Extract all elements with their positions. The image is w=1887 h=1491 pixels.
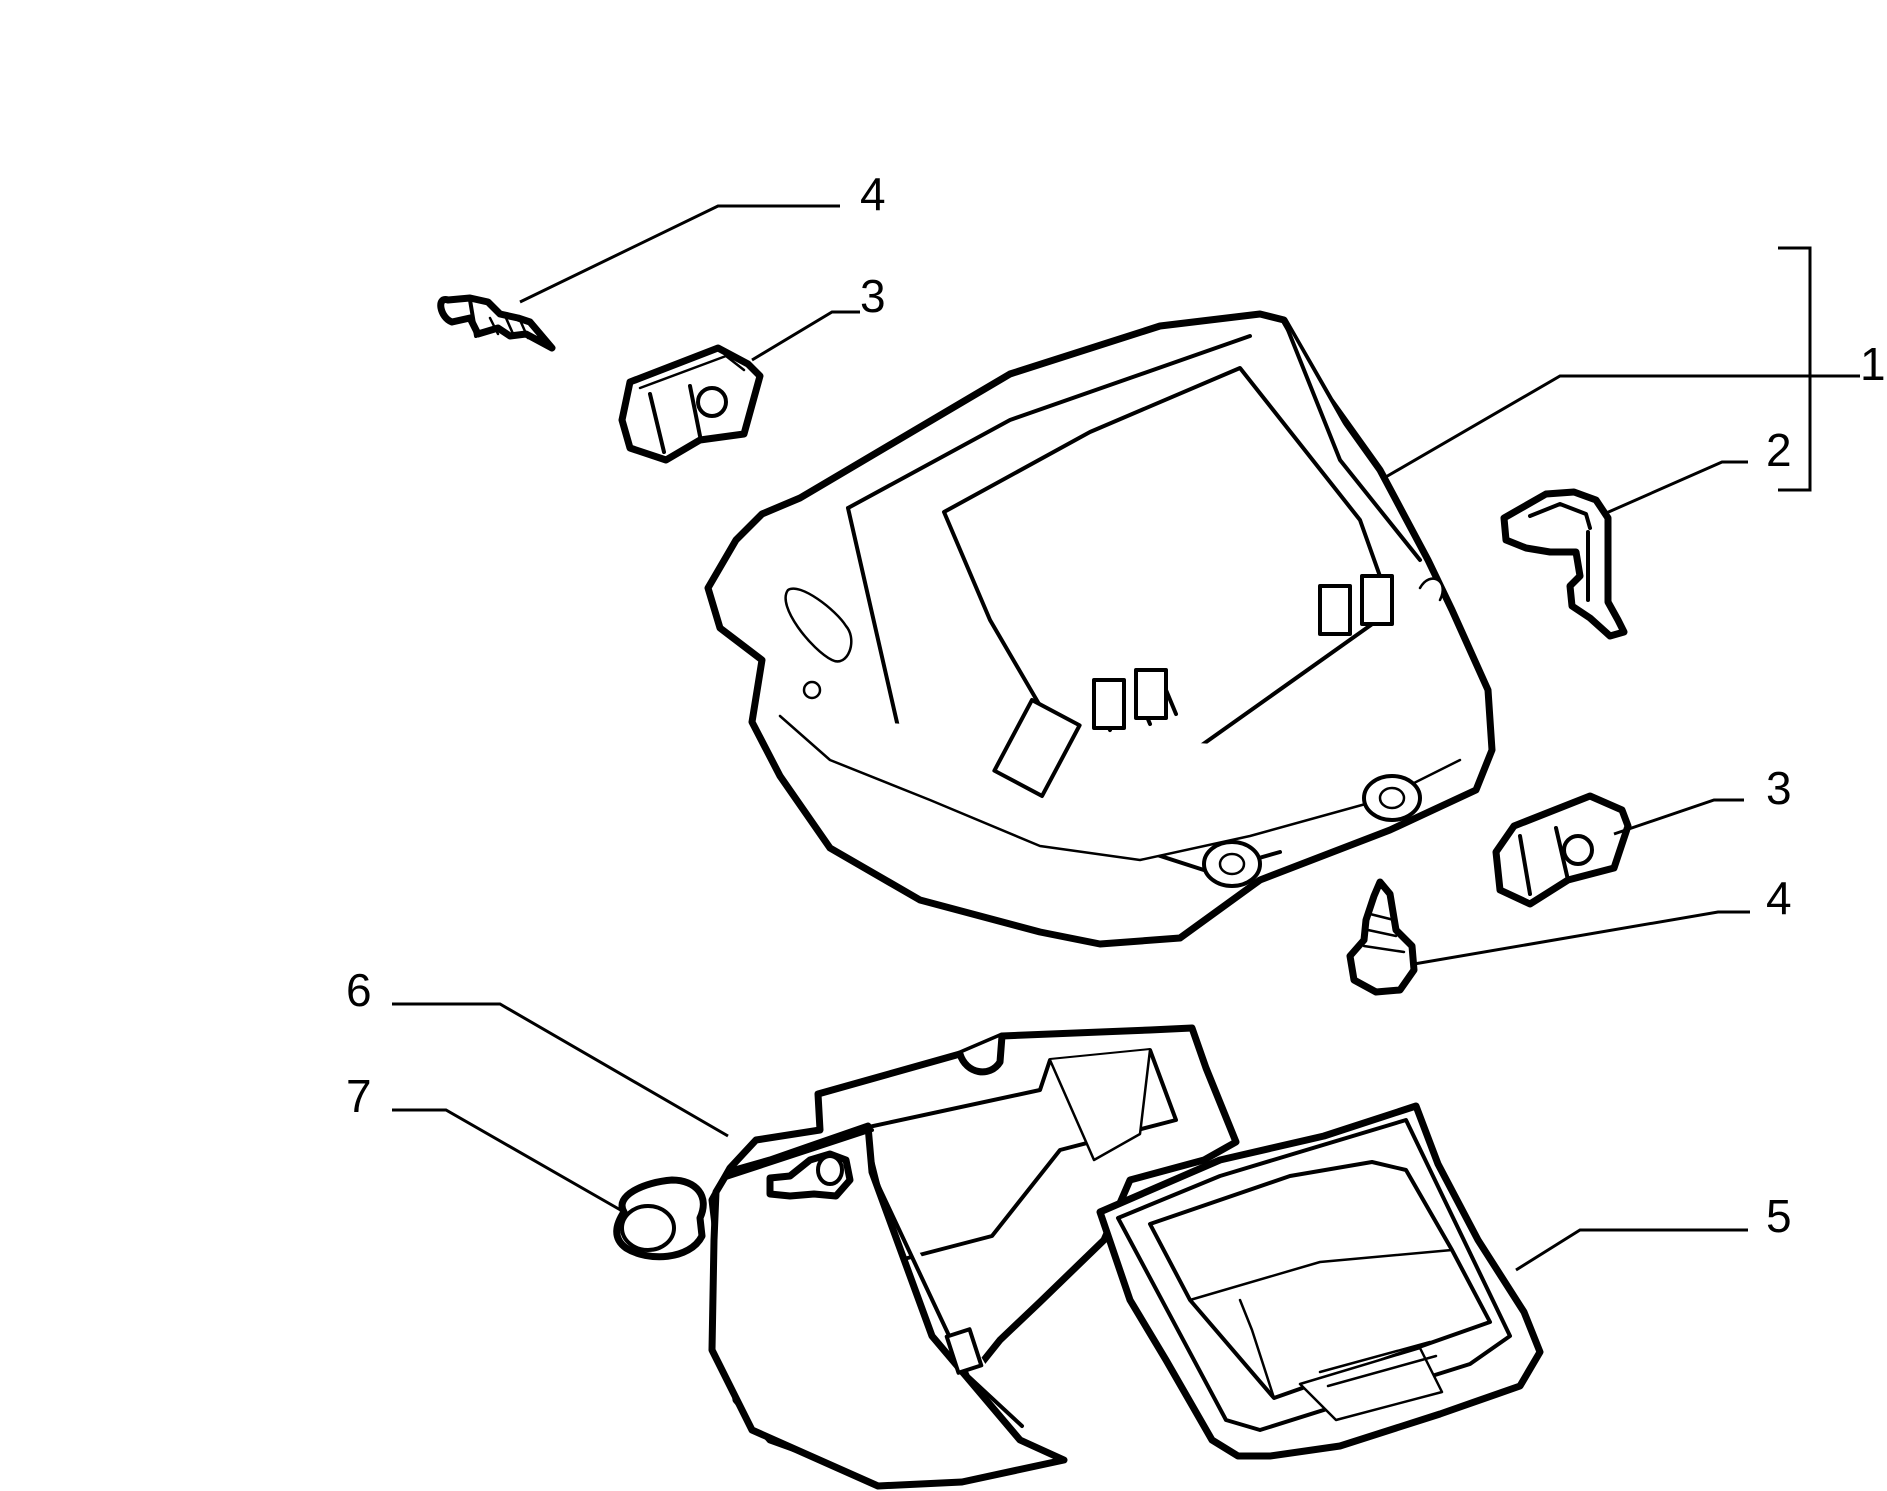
callout-4-lower: 4 — [1766, 872, 1792, 924]
callout-1: 1 — [1860, 338, 1886, 390]
leader-2 — [1603, 460, 1748, 516]
part-screw-lower — [1346, 878, 1418, 996]
callout-2: 2 — [1766, 424, 1792, 476]
leader-5 — [1515, 1228, 1748, 1272]
part-clip-lower — [1492, 792, 1632, 908]
callout-3-upper: 3 — [860, 270, 886, 322]
leader-3-lower — [1613, 798, 1744, 836]
leader-6 — [392, 1002, 729, 1138]
part-glovebox-door — [708, 1024, 1544, 1490]
leader-4-lower — [1413, 910, 1750, 966]
part-screw-upper — [437, 294, 556, 352]
callout-3-lower: 3 — [1766, 762, 1792, 814]
callout-labels: 4 3 1 2 3 4 6 7 5 — [346, 168, 1886, 1242]
part-glovebox-housing — [704, 310, 1496, 948]
part-grommet — [613, 1176, 707, 1261]
part-clip-upper — [618, 344, 764, 464]
callout-7: 7 — [346, 1070, 372, 1122]
leader-4-upper — [519, 204, 840, 304]
callout-5: 5 — [1766, 1190, 1792, 1242]
bracket-1-2 — [1778, 246, 1812, 492]
leader-lines — [392, 204, 1860, 1272]
callout-4-upper: 4 — [860, 168, 886, 220]
callout-6: 6 — [346, 964, 372, 1016]
leader-3-upper — [751, 310, 860, 362]
leader-7 — [392, 1108, 625, 1214]
leader-1 — [1383, 374, 1860, 480]
part-bracket-clip — [1500, 488, 1628, 640]
